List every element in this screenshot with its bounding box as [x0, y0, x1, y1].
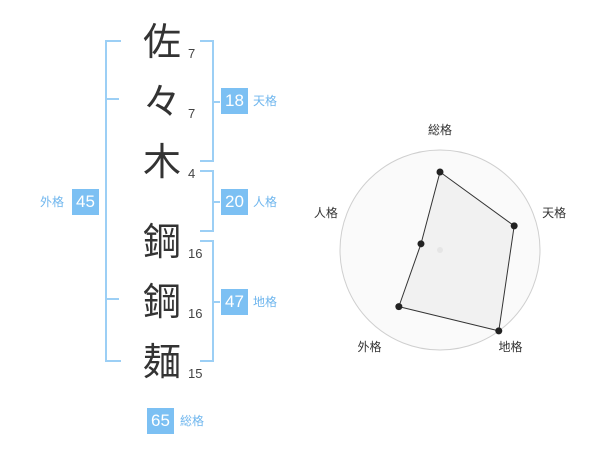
- stroke-count-6: 15: [188, 366, 203, 381]
- stroke-count-5: 16: [188, 306, 203, 321]
- name-char-1: 佐: [142, 20, 181, 64]
- tenkaku-label: 天格: [253, 94, 278, 108]
- stroke-count-2: 7: [188, 106, 196, 121]
- soukaku-label: 総格: [180, 414, 205, 428]
- chikaku-badge: 47: [221, 289, 248, 315]
- soukaku-badge: 65: [147, 408, 174, 434]
- radar-data-polygon: [398, 171, 515, 332]
- jinkaku-bracket-tick: [212, 201, 220, 203]
- name-char-3: 木: [142, 140, 181, 184]
- name-char-2: 々: [142, 80, 181, 124]
- radar-axis-label-tenkaku: 天格: [542, 205, 566, 220]
- radar-point-4: [417, 240, 425, 248]
- fortune-radar-chart: 総格 天格 地格 外格 人格: [314, 122, 566, 354]
- radar-point-1: [510, 222, 518, 230]
- jinkaku-label: 人格: [253, 195, 278, 209]
- gaikaku-badge: 45: [72, 189, 99, 215]
- name-char-6: 麺: [142, 340, 181, 384]
- radar-axis-label-jinkaku: 人格: [314, 205, 338, 220]
- gaikaku-label: 外格: [40, 195, 65, 209]
- chikaku-bracket-tick: [212, 301, 220, 303]
- radar-point-2: [495, 327, 503, 335]
- jinkaku-badge: 20: [221, 189, 248, 215]
- stroke-count-1: 7: [188, 46, 196, 61]
- radar-axis-label-soukaku: 総格: [428, 122, 452, 137]
- gaikaku-bracket-tick-2: [105, 298, 119, 300]
- radar-data-points: [395, 168, 518, 335]
- chikaku-label: 地格: [253, 295, 278, 309]
- gaikaku-bracket-tick-1: [105, 98, 119, 100]
- tenkaku-badge: 18: [221, 88, 248, 114]
- stroke-count-3: 4: [188, 166, 196, 181]
- radar-point-3: [395, 303, 403, 311]
- stroke-count-4: 16: [188, 246, 203, 261]
- radar-point-0: [436, 168, 444, 176]
- gaikaku-bracket: [105, 40, 121, 362]
- name-char-5: 鋼: [142, 280, 181, 324]
- tenkaku-bracket-tick: [212, 101, 220, 103]
- radar-axis-label-gaikaku: 外格: [357, 339, 381, 354]
- name-char-4: 鋼: [142, 220, 181, 264]
- radar-axis-label-chikaku: 地格: [498, 339, 522, 354]
